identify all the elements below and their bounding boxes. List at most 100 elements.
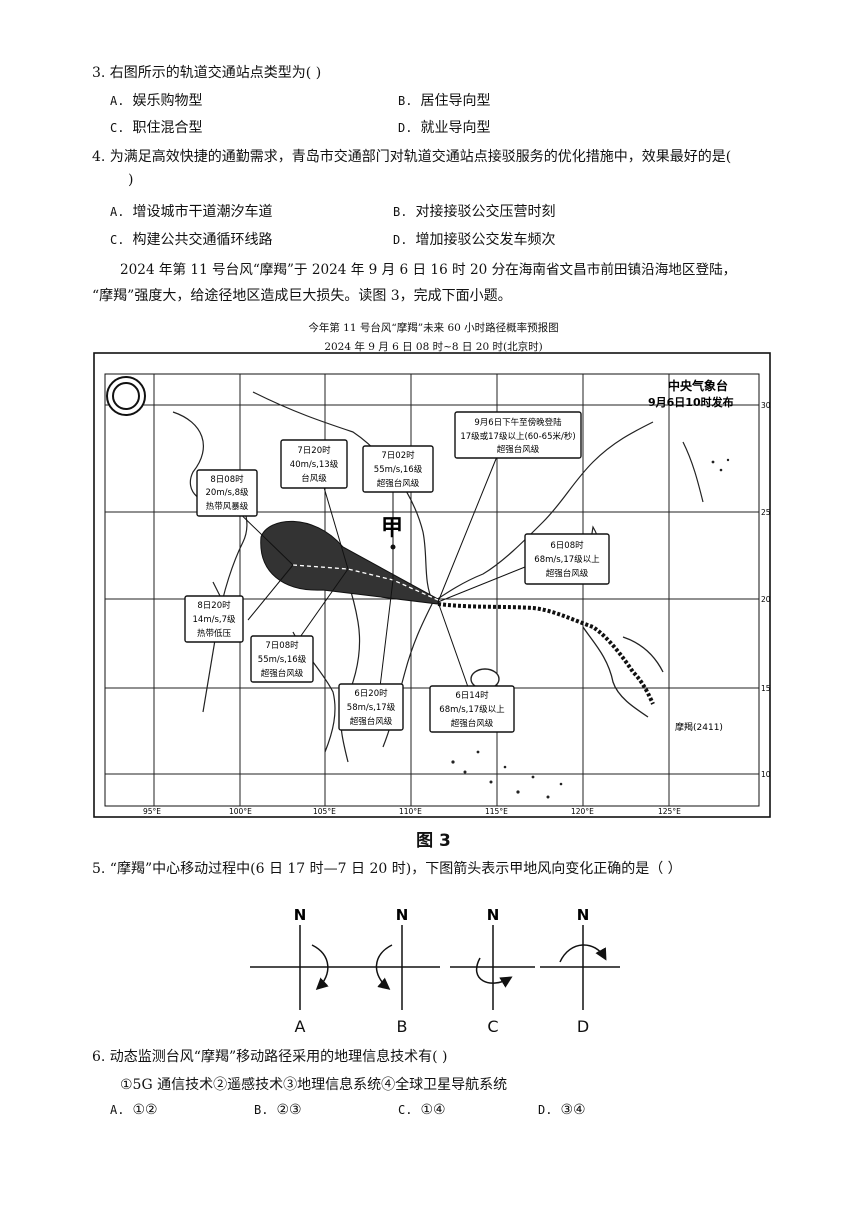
- callout-grade: 超强台风级: [261, 668, 304, 679]
- location-jia-marker: 甲: [381, 516, 403, 541]
- q4-stem-line1: 4. 为满足高效快捷的通勤需求，青岛市交通部门对轨道交通站点接驳服务的优化措施中…: [92, 149, 732, 165]
- callout-6d14: 6日14时 68m/s,17级以上 超强台风级: [429, 685, 515, 733]
- q5-stem: 5. “摩羯”中心移动过程中(6 日 17 时—7 日 20 时)，下图箭头表示…: [92, 861, 682, 877]
- diagram-d[interactable]: N: [540, 906, 620, 1010]
- callout-8d08: 8日08时 20m/s,8级 热带风暴级: [196, 469, 258, 517]
- callout-grade: 热带低压: [197, 628, 232, 639]
- callout-time: 7日20时: [297, 445, 331, 456]
- intro-line2: “摩羯”强度大，给途径地区造成巨大损失。读图 3，完成下面小题。: [92, 288, 512, 304]
- option-text: 娱乐购物型: [132, 93, 203, 109]
- callout-grade: 超强台风级: [377, 478, 420, 489]
- option-letter: B.: [393, 205, 408, 219]
- q4-option-c[interactable]: C. 构建公共交通循环线路: [110, 229, 272, 249]
- choice-d-label[interactable]: D: [576, 1017, 590, 1036]
- callout-8d20: 8日20时 14m/s,7级 热带低压: [184, 595, 244, 643]
- q3-option-a[interactable]: A. 娱乐购物型: [110, 90, 202, 110]
- callout-time: 8日08时: [210, 474, 244, 485]
- q3-option-d[interactable]: D. 就业导向型: [398, 117, 490, 137]
- callout-landfall: 9月6日下午至傍晚登陆 17级或17级以上(60-65米/秒) 超强台风级: [454, 411, 582, 459]
- north-label: N: [396, 906, 409, 924]
- q6-option-b[interactable]: B.②③: [254, 1102, 302, 1118]
- callout-6d20: 6日20时 58m/s,17级 超强台风级: [338, 683, 404, 731]
- q6-option-a[interactable]: A.①②: [110, 1102, 158, 1118]
- lon-tick: 120°E: [571, 807, 594, 816]
- north-label: N: [577, 906, 590, 924]
- location-jia-dot: [390, 544, 396, 550]
- lat-tick: 15°: [761, 684, 771, 693]
- q3-option-b[interactable]: B. 居住导向型: [398, 90, 490, 110]
- option-text: 居住导向型: [420, 93, 491, 109]
- callout-grade: 超强台风级: [451, 718, 494, 729]
- diagram-c[interactable]: N: [450, 906, 535, 1010]
- option-letter: B.: [254, 1103, 269, 1117]
- choice-a-label[interactable]: A: [294, 1017, 306, 1036]
- diagram-b[interactable]: N: [350, 906, 440, 1010]
- callout-7d02: 7日02时 55m/s,16级 超强台风级: [362, 445, 434, 493]
- q4-option-d[interactable]: D.增加接驳公交发车频次: [393, 229, 555, 249]
- lat-tick: 20°: [761, 595, 771, 604]
- longitude-tick-labels: 95°E 100°E 105°E 110°E 115°E 120°E 125°E: [143, 807, 681, 816]
- arrow-b: [375, 944, 393, 990]
- callout-grade: 超强台风级: [497, 444, 540, 455]
- callout-time: 9月6日下午至傍晚登陆: [474, 417, 562, 428]
- callout-wind: 68m/s,17级以上: [534, 554, 600, 565]
- callout-wind: 68m/s,17级以上: [439, 704, 505, 715]
- intro-line1: 2024 年第 11 号台风“摩羯”于 2024 年 9 月 6 日 16 时 …: [120, 262, 737, 278]
- lat-tick: 10°: [761, 770, 771, 779]
- arrow-d: [559, 944, 607, 963]
- callout-grade: 超强台风级: [350, 716, 393, 727]
- option-letter: D.: [398, 121, 413, 135]
- figure-caption-title: 今年第 11 号台风“摩羯”未来 60 小时路径概率预报图: [308, 322, 559, 334]
- callout-7d08: 7日08时 55m/s,16级 超强台风级: [250, 635, 314, 683]
- arrow-a: [311, 944, 329, 991]
- choice-c-label[interactable]: C: [487, 1017, 499, 1036]
- arrow-c: [475, 957, 513, 988]
- option-letter: D.: [393, 233, 408, 247]
- q6-stem: 6. 动态监测台风“摩羯”移动路径采用的地理信息技术有( ): [92, 1049, 448, 1065]
- q4-option-a[interactable]: A. 增设城市干道潮汐车道: [110, 201, 272, 221]
- callout-wind: 14m/s,7级: [193, 614, 236, 625]
- callout-6d08: 6日08时 68m/s,17级以上 超强台风级: [524, 533, 610, 585]
- option-letter: C.: [398, 1103, 413, 1117]
- q6-items: ①5G 通信技术②遥感技术③地理信息系统④全球卫星导航系统: [120, 1077, 508, 1093]
- agency-name: 中央气象台: [668, 378, 728, 393]
- south-sea-islets: [451, 458, 730, 799]
- lon-tick: 110°E: [399, 807, 422, 816]
- issue-time: 9月6日10时发布: [648, 395, 734, 409]
- option-letter: B.: [398, 94, 413, 108]
- option-text: ①④: [420, 1102, 446, 1118]
- option-text: 就业导向型: [420, 120, 491, 136]
- q4-option-b[interactable]: B.对接接驳公交压营时刻: [393, 201, 555, 221]
- philippines-islands: [582, 626, 664, 718]
- q6-option-c[interactable]: C. ①④: [398, 1102, 446, 1118]
- callout-time: 6日08时: [550, 540, 584, 551]
- option-letter: C.: [110, 121, 125, 135]
- option-letter: A.: [110, 205, 125, 219]
- callout-time: 7日08时: [265, 640, 299, 651]
- lon-tick: 105°E: [313, 807, 336, 816]
- callout-wind: 55m/s,16级: [258, 654, 307, 665]
- diagram-a[interactable]: N: [250, 906, 350, 1010]
- option-letter: D.: [538, 1103, 553, 1117]
- q6-option-d[interactable]: D. ③④: [538, 1102, 586, 1118]
- callout-7d20: 7日20时 40m/s,13级 台风级: [280, 439, 348, 489]
- callout-wind: 58m/s,17级: [347, 702, 396, 713]
- q3-option-c[interactable]: C.职住混合型: [110, 117, 202, 137]
- lat-tick: 25°: [761, 508, 771, 517]
- callout-grade: 超强台风级: [546, 568, 589, 579]
- lon-tick: 125°E: [658, 807, 681, 816]
- callout-grade: 台风级: [301, 473, 327, 484]
- option-text: 构建公共交通循环线路: [132, 232, 273, 248]
- choice-b-label[interactable]: B: [396, 1017, 408, 1036]
- option-text: ③④: [560, 1102, 586, 1118]
- callout-time: 6日14时: [455, 690, 489, 701]
- callout-grade: 热带风暴级: [206, 501, 249, 512]
- option-letter: A.: [110, 94, 125, 108]
- option-letter: C.: [110, 233, 125, 247]
- lon-tick: 95°E: [143, 807, 161, 816]
- figure-caption-date: 2024 年 9 月 6 日 08 时~8 日 20 时(北京时): [324, 341, 543, 353]
- lon-tick: 115°E: [485, 807, 508, 816]
- option-text: 增设城市干道潮汐车道: [132, 204, 273, 220]
- typhoon-forecast-map: 中央气象台 9月6日10时发布 甲 摩羯(2411) 95°E 100°E 10…: [93, 352, 771, 818]
- figure-label: 图 3: [416, 831, 451, 851]
